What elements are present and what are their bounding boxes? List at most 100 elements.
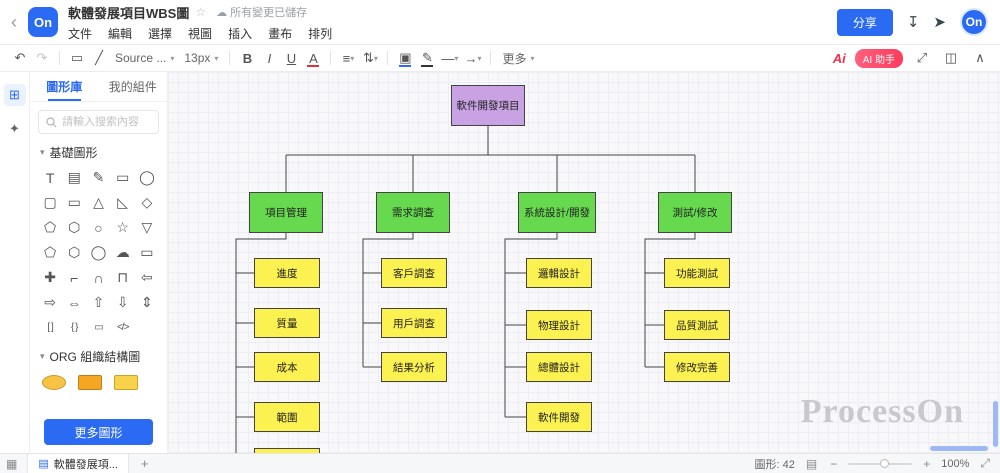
zoom-slider[interactable] xyxy=(848,458,913,468)
zoom-in-button[interactable]: + xyxy=(923,456,931,471)
org-shape-ellipse-1[interactable] xyxy=(42,375,66,390)
line-style-button[interactable]: —▾ xyxy=(441,50,459,66)
diagram-node-leaf[interactable]: 結果分析 xyxy=(381,352,447,382)
menu-item-4[interactable]: 視圖 xyxy=(188,26,213,41)
shape-thumb-2-3[interactable]: ☆ xyxy=(116,219,129,235)
stroke-color-button[interactable]: ✎ xyxy=(421,50,434,67)
shape-thumb-3-2[interactable]: ◯ xyxy=(90,244,107,260)
shape-thumb-3-4[interactable]: ▭ xyxy=(140,244,154,260)
section-basic-shapes[interactable]: ▾ 基礎圖形 xyxy=(30,136,167,165)
menu-item-3[interactable]: 選擇 xyxy=(148,26,173,41)
shape-thumb-2-2[interactable]: ○ xyxy=(94,219,103,236)
diagram-node-leaf[interactable]: 品質測試 xyxy=(664,310,730,340)
menu-item-2[interactable]: 編輯 xyxy=(108,26,133,41)
diagram-node-leaf[interactable]: 總體設計 xyxy=(526,352,592,382)
shape-thumb-3-3[interactable]: ☁ xyxy=(115,244,130,260)
org-shape-rect-3[interactable] xyxy=(114,375,138,390)
diagram-node-leaf[interactable]: 進度 xyxy=(254,258,320,288)
shape-search-input[interactable] xyxy=(62,116,151,128)
diagram-node-branch[interactable]: 項目管理 xyxy=(249,192,323,233)
fullscreen-icon[interactable]: ⤢ xyxy=(916,50,928,65)
zoom-slider-thumb[interactable] xyxy=(880,458,890,468)
redo-icon[interactable]: ↷ xyxy=(36,50,48,65)
shape-thumb-1-0[interactable]: ▢ xyxy=(43,194,57,210)
add-page-button[interactable]: + xyxy=(140,456,149,471)
processon-logo[interactable]: On xyxy=(28,7,58,37)
shape-thumb-1-2[interactable]: △ xyxy=(93,194,104,210)
shape-thumb-1-3[interactable]: ◺ xyxy=(117,194,129,210)
menu-item-5[interactable]: 插入 xyxy=(228,26,253,41)
shape-thumb-5-3[interactable]: ⇩ xyxy=(116,294,129,310)
user-avatar[interactable]: On xyxy=(960,8,988,36)
shape-thumb-5-2[interactable]: ⇧ xyxy=(92,294,105,310)
menu-item-1[interactable]: 文件 xyxy=(68,26,93,41)
back-icon[interactable]: ‹ xyxy=(11,11,17,32)
font-color-button[interactable]: A xyxy=(307,50,320,67)
shape-thumb-3-0[interactable]: ⬠ xyxy=(44,244,57,260)
diagram-node-leaf[interactable]: 邏輯設計 xyxy=(526,258,592,288)
align-button[interactable]: ≡▾ xyxy=(342,50,355,66)
panel-toggle-icon[interactable]: ◫ xyxy=(944,50,958,65)
page-tab[interactable]: ▤ 軟體發展項... xyxy=(27,454,129,473)
shape-thumb-4-1[interactable]: ⌐ xyxy=(70,269,79,286)
shape-thumb-0-4[interactable]: ◯ xyxy=(139,169,155,185)
shape-thumb-6-2[interactable]: ▭ xyxy=(94,322,103,333)
diagram-node-leaf[interactable]: 物理設計 xyxy=(526,310,592,340)
diagram-node-leaf[interactable]: 功能測試 xyxy=(664,258,730,288)
line-tool-icon[interactable]: ╱ xyxy=(95,50,103,65)
share-button[interactable]: 分享 xyxy=(836,8,893,36)
shape-thumb-5-1[interactable]: ⇔ xyxy=(67,294,82,311)
diagram-node-leaf[interactable]: 用戶調查 xyxy=(381,308,447,338)
send-icon[interactable]: ➤ xyxy=(933,14,946,31)
shape-thumb-4-4[interactable]: ⇦ xyxy=(141,269,153,285)
arrow-style-button[interactable]: →▾ xyxy=(464,50,482,66)
shape-thumb-6-3[interactable]: </> xyxy=(116,322,129,333)
shape-thumb-4-2[interactable]: ∩ xyxy=(93,269,104,286)
pages-list-icon[interactable]: ▦ xyxy=(6,456,18,471)
tab-shape-library[interactable]: 圖形庫 xyxy=(30,72,99,101)
italic-button[interactable]: I xyxy=(267,50,272,66)
zoom-out-button[interactable]: − xyxy=(830,456,838,471)
shape-thumb-2-0[interactable]: ⬠ xyxy=(44,219,57,235)
diagram-node-leaf[interactable]: 質量 xyxy=(254,308,320,338)
horizontal-scrollbar-thumb[interactable] xyxy=(930,446,988,451)
diagram-node-leaf[interactable]: 成本 xyxy=(254,352,320,382)
download-icon[interactable]: ↧ xyxy=(906,14,920,31)
fill-color-button[interactable]: ▣ xyxy=(399,50,412,67)
diagram-node-branch[interactable]: 測試/修改 xyxy=(658,192,732,233)
canvas[interactable]: ProcessOn 軟件開發項目項目管理進度質量成本範圍需求調查客戶調查用戶調查… xyxy=(168,72,1000,453)
zoom-level[interactable]: 100% xyxy=(941,457,970,470)
section-org-chart[interactable]: ▾ ORG 組織結構圖 xyxy=(30,340,167,369)
shape-thumb-1-1[interactable]: ▭ xyxy=(67,194,81,210)
underline-button[interactable]: U xyxy=(286,50,297,66)
fit-screen-icon[interactable]: ⤢ xyxy=(980,456,990,470)
font-family-select[interactable]: Source ...▾ xyxy=(115,51,175,65)
shape-thumb-0-1[interactable]: ▤ xyxy=(67,169,81,185)
shape-thumb-0-2[interactable]: ✎ xyxy=(92,169,105,185)
shape-thumb-6-0[interactable]: [ ] xyxy=(47,322,53,333)
line-height-button[interactable]: ⇅▾ xyxy=(362,50,378,65)
font-size-select[interactable]: 13px▾ xyxy=(184,51,219,65)
shape-thumb-4-0[interactable]: ✚ xyxy=(44,269,56,285)
undo-icon[interactable]: ↶ xyxy=(14,50,26,65)
ai-assistant-badge[interactable]: AI 助手 xyxy=(854,48,903,68)
shape-thumb-2-1[interactable]: ⬡ xyxy=(68,219,81,235)
shape-thumb-1-4[interactable]: ◇ xyxy=(141,194,153,210)
shape-thumb-4-3[interactable]: ⊓ xyxy=(117,269,129,285)
shape-thumb-3-1[interactable]: ⬡ xyxy=(68,244,81,260)
shape-thumb-2-4[interactable]: ▽ xyxy=(141,219,153,235)
collapse-toolbar-icon[interactable]: ∧ xyxy=(975,50,985,65)
diagram-node-root[interactable]: 軟件開發項目 xyxy=(451,85,525,126)
vertical-scrollbar-thumb[interactable] xyxy=(993,401,998,447)
favorite-star-icon[interactable]: ☆ xyxy=(195,5,207,19)
diagram-node-leaf[interactable]: 範圍 xyxy=(254,402,320,432)
shape-thumb-5-0[interactable]: ⇨ xyxy=(44,294,56,310)
overview-icon[interactable]: ▤ xyxy=(805,456,818,471)
bold-button[interactable]: B xyxy=(242,50,253,66)
shape-thumb-5-4[interactable]: ⇕ xyxy=(141,294,153,310)
ai-create-icon[interactable]: ✦ xyxy=(9,121,20,136)
more-shapes-button[interactable]: 更多圖形 xyxy=(44,419,153,445)
menu-item-6[interactable]: 畫布 xyxy=(268,26,293,41)
shape-thumb-6-1[interactable]: { } xyxy=(71,322,78,333)
diagram-node-leaf[interactable] xyxy=(254,448,320,453)
